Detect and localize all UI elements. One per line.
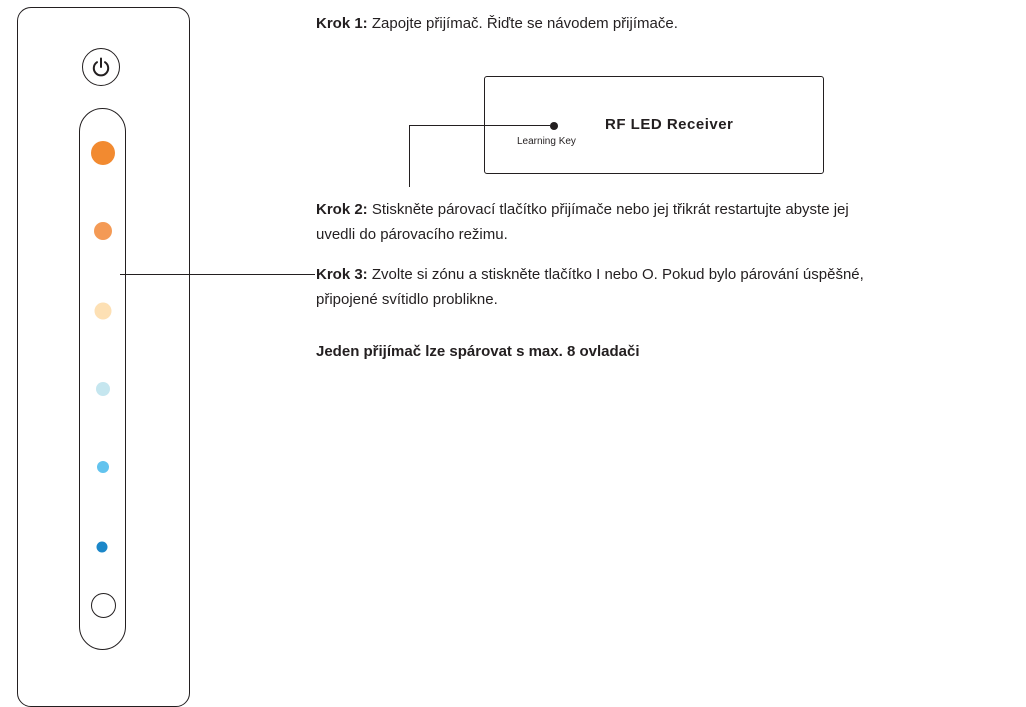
- learning-key-leader-v: [409, 125, 410, 187]
- off-button[interactable]: [91, 593, 116, 618]
- step3-pointer-line: [120, 274, 315, 275]
- learning-key-label: Learning Key: [517, 136, 576, 147]
- learning-key-button[interactable]: [550, 122, 558, 130]
- step-2: Krok 2: Stiskněte párovací tlačítko přij…: [316, 197, 1016, 247]
- pairing-limit-note: Jeden přijímač lze spárovat s max. 8 ovl…: [316, 343, 640, 360]
- step-3-text-line2: připojené svítidlo problikne.: [316, 291, 498, 308]
- zone-led-4[interactable]: [96, 382, 110, 396]
- step-3: Krok 3: Zvolte si zónu a stiskněte tlačí…: [316, 262, 1016, 312]
- step-2-label: Krok 2:: [316, 201, 368, 218]
- learning-key-leader-h: [409, 125, 550, 126]
- step-3-label: Krok 3:: [316, 266, 368, 283]
- step-1-text: Zapojte přijímač. Řiďte se návodem přijí…: [367, 15, 678, 32]
- step-3-text: Zvolte si zónu a stiskněte tlačítko I ne…: [367, 266, 864, 283]
- zone-led-3[interactable]: [94, 302, 112, 320]
- step-1-label: Krok 1:: [316, 15, 368, 32]
- zone-led-6[interactable]: [96, 541, 108, 553]
- power-icon: [92, 57, 110, 77]
- zone-led-2[interactable]: [94, 222, 112, 240]
- zone-led-slot: [79, 108, 126, 650]
- zone-led-5[interactable]: [97, 461, 109, 473]
- power-button[interactable]: [82, 48, 120, 86]
- step-2-text: Stiskněte párovací tlačítko přijímače ne…: [367, 201, 849, 218]
- receiver-title: RF LED Receiver: [605, 116, 734, 133]
- step-2-text-line2: uvedli do párovacího režimu.: [316, 226, 508, 243]
- step-1: Krok 1: Zapojte přijímač. Řiďte se návod…: [316, 11, 678, 36]
- zone-led-1[interactable]: [91, 141, 115, 165]
